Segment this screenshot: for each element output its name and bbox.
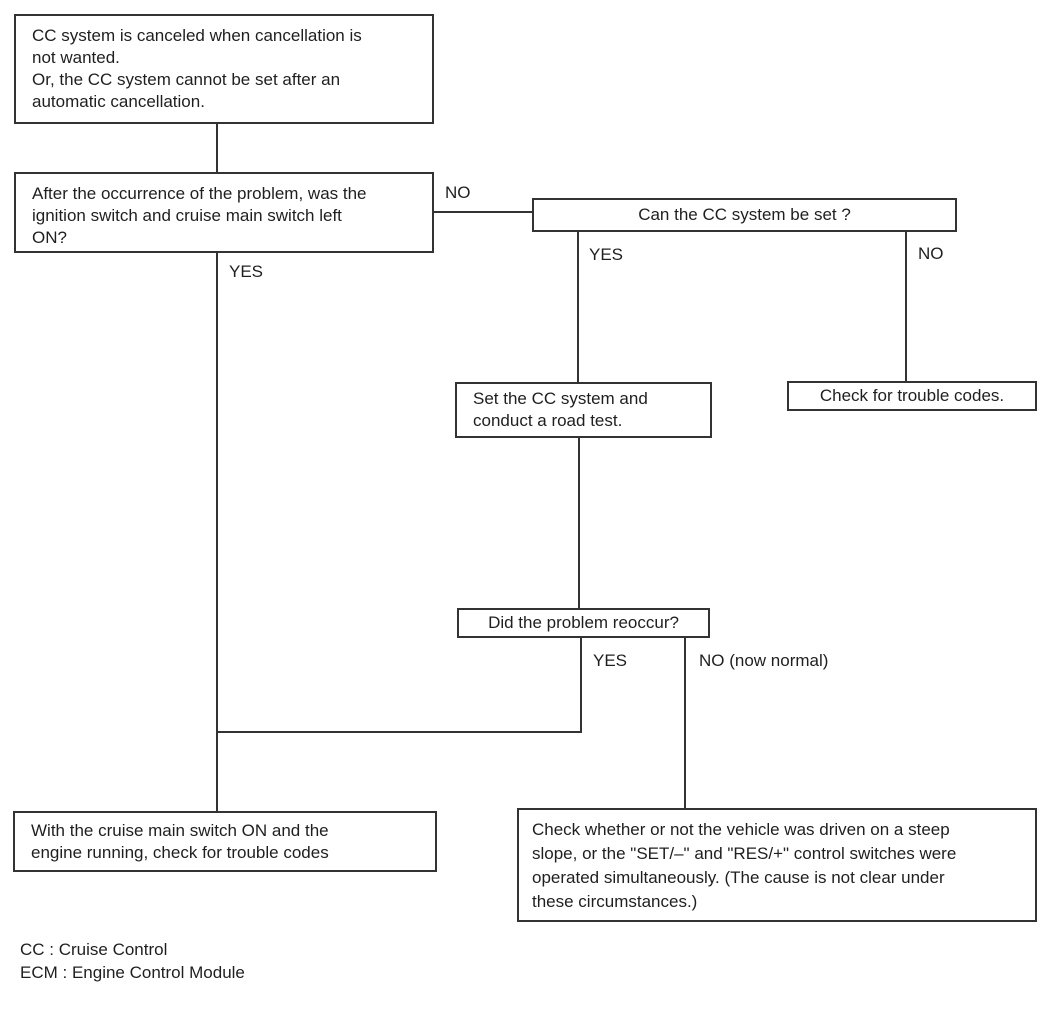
branch-label-yes-can-set: YES [589,245,624,264]
flow-box-question-switch-left-on: After the occurrence of the problem, was… [14,172,434,253]
flow-box-set-and-road-test-text: Set the CC system and conduct a road tes… [473,389,648,430]
flow-box-check-with-main-switch-on: With the cruise main switch ON and the e… [13,811,437,872]
branch-label-no-can-set: NO [918,244,944,263]
connector-no-to-can-set [433,211,533,213]
connector-reoccur-no-vertical [684,638,686,808]
connector-reoccur-yes-vertical [580,638,582,733]
flow-box-check-trouble-codes-text: Check for trouble codes. [819,386,1005,405]
connector-yes-long-vertical [216,253,218,812]
branch-label-no-switch-left-on: NO [445,183,471,202]
flow-box-symptom: CC system is canceled when cancellation … [14,14,434,124]
flow-box-check-steep-slope-text: Check whether or not the vehicle was dri… [532,820,957,911]
flow-box-set-and-road-test: Set the CC system and conduct a road tes… [455,382,712,438]
flow-box-question-can-set: Can the CC system be set ? [532,198,957,232]
flow-box-question-reoccur: Did the problem reoccur? [457,608,710,638]
flow-box-question-switch-left-on-text: After the occurrence of the problem, was… [32,184,367,247]
connector-reoccur-yes-horizontal [216,731,582,733]
branch-label-yes-reoccur: YES [593,651,628,670]
connector-can-set-no [905,232,907,382]
connector-can-set-yes [577,232,579,382]
flow-box-check-trouble-codes: Check for trouble codes. [787,381,1037,411]
legend-ecm: ECM : Engine Control Module [20,963,245,982]
connector-road-test-to-reoccur [578,438,580,608]
flow-box-symptom-text: CC system is canceled when cancellation … [32,26,362,111]
legend-cc: CC : Cruise Control [20,940,168,959]
flow-box-check-with-main-switch-on-text: With the cruise main switch ON and the e… [31,821,329,862]
abbreviation-legend: CC : Cruise Control ECM : Engine Control… [20,938,245,984]
flow-box-check-steep-slope: Check whether or not the vehicle was dri… [517,808,1037,922]
branch-label-no-reoccur: NO (now normal) [699,651,829,670]
connector-symptom-to-question [216,124,218,172]
flow-box-question-reoccur-text: Did the problem reoccur? [488,613,679,632]
flow-box-question-can-set-text: Can the CC system be set ? [638,205,851,224]
branch-label-yes-switch-left-on: YES [229,262,264,281]
